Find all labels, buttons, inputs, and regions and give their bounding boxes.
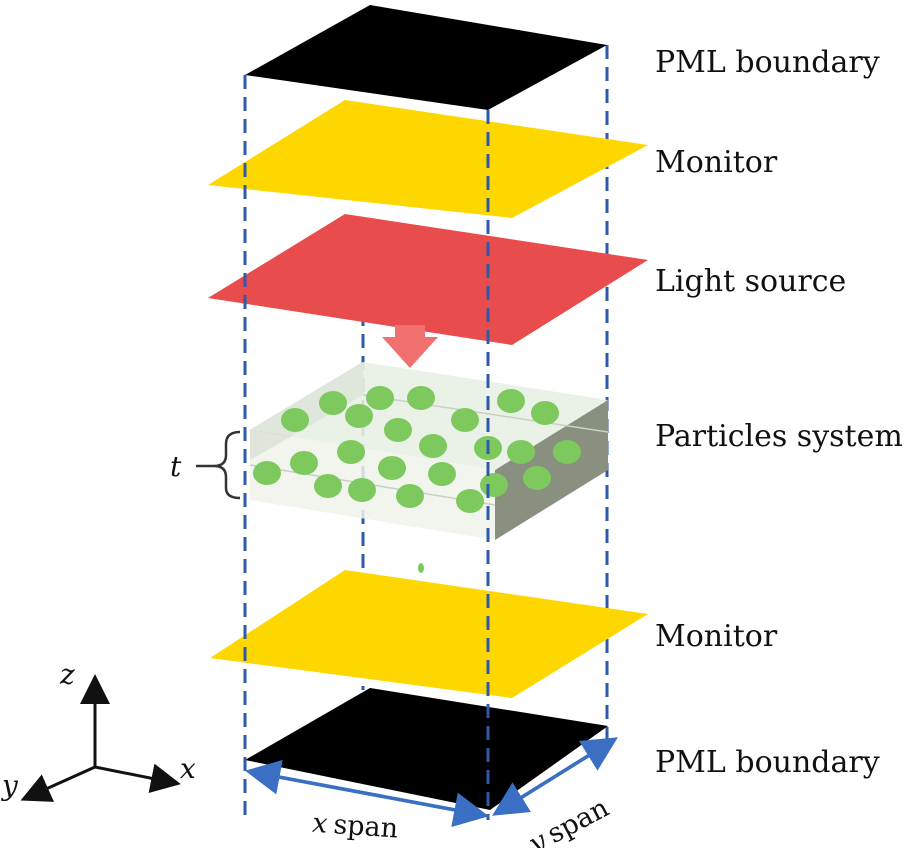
particle — [407, 386, 435, 410]
particle — [319, 391, 347, 415]
particle — [523, 466, 551, 490]
particle — [366, 386, 394, 410]
particle — [480, 473, 508, 497]
particle — [384, 418, 412, 442]
label-monitor-bottom: Monitor — [655, 619, 778, 654]
label-pml-boundary-bottom: PML boundary — [655, 745, 880, 780]
guide-lines-front — [243, 75, 490, 820]
z-axis-label: z — [59, 658, 75, 691]
particle — [507, 440, 535, 464]
particle — [456, 489, 484, 513]
light-source-plane — [208, 214, 648, 345]
label-light-source: Light source — [655, 264, 846, 299]
particle — [290, 451, 318, 475]
x-axis-label: x — [180, 752, 196, 785]
y-span-label: yspan — [523, 792, 614, 848]
particle — [378, 456, 406, 480]
thickness-bracket — [196, 430, 241, 500]
y-span-arrow — [492, 737, 618, 816]
thickness-label: t — [170, 450, 182, 483]
particle — [451, 408, 479, 432]
pml-boundary-bottom-plane — [245, 688, 608, 810]
particle — [553, 440, 581, 464]
particle — [345, 404, 373, 428]
particle — [337, 440, 365, 464]
incident-light-arrow — [382, 325, 438, 368]
x-span-arrow — [245, 759, 489, 828]
particle — [281, 408, 309, 432]
coordinate-axes — [20, 674, 181, 802]
label-monitor-top: Monitor — [655, 145, 778, 180]
monitor-bottom-plane — [210, 570, 648, 698]
particle — [348, 478, 376, 502]
label-pml-boundary-top: PML boundary — [655, 45, 880, 80]
particle — [531, 401, 559, 425]
y-axis-label: y — [0, 769, 19, 802]
monitor-top-plane — [208, 100, 648, 218]
stray-particle — [418, 563, 424, 573]
particle — [428, 462, 456, 486]
particle — [396, 484, 424, 508]
particle — [419, 434, 447, 458]
label-particles-system: Particles system — [655, 419, 903, 454]
particle-dots — [253, 386, 581, 513]
particle — [497, 389, 525, 413]
pml-boundary-top-plane — [245, 5, 607, 110]
particle — [253, 461, 281, 485]
particle — [314, 474, 342, 498]
